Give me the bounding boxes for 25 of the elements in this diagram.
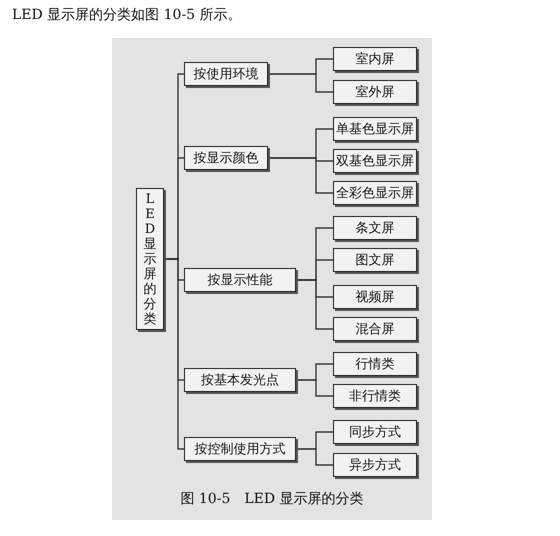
- connector-line: [268, 73, 333, 93]
- connector-line: [164, 258, 184, 450]
- category-box: 异步方式: [333, 453, 417, 477]
- root-box: LED显示屏的分类: [136, 188, 164, 330]
- category-box: 按基本发光点: [184, 368, 296, 392]
- category-box: 条文屏: [333, 216, 417, 240]
- category-box: 视频屏: [333, 285, 417, 309]
- category-box: 单基色显示屏: [333, 117, 417, 141]
- category-box: 行情类: [333, 352, 417, 376]
- category-box: 按显示性能: [184, 268, 296, 292]
- category-box: 按使用环境: [184, 62, 268, 86]
- category-box: 混合屏: [333, 317, 417, 341]
- intro-text: LED 显示屏的分类如图 10-5 所示。: [12, 6, 242, 24]
- category-box: 同步方式: [333, 420, 417, 444]
- connector-line: [268, 157, 333, 194]
- category-box: 图文屏: [333, 248, 417, 272]
- category-box: 室内屏: [333, 47, 417, 71]
- connector-line: [296, 279, 333, 330]
- category-box: 室外屏: [333, 80, 417, 104]
- category-box: 双基色显示屏: [333, 149, 417, 173]
- category-box: 非行情类: [333, 384, 417, 408]
- category-box: 按控制使用方式: [184, 437, 296, 461]
- category-box: 全彩色显示屏: [333, 181, 417, 205]
- figure-caption: 图 10-5 LED 显示屏的分类: [179, 490, 365, 508]
- category-box: 按显示颜色: [184, 146, 268, 170]
